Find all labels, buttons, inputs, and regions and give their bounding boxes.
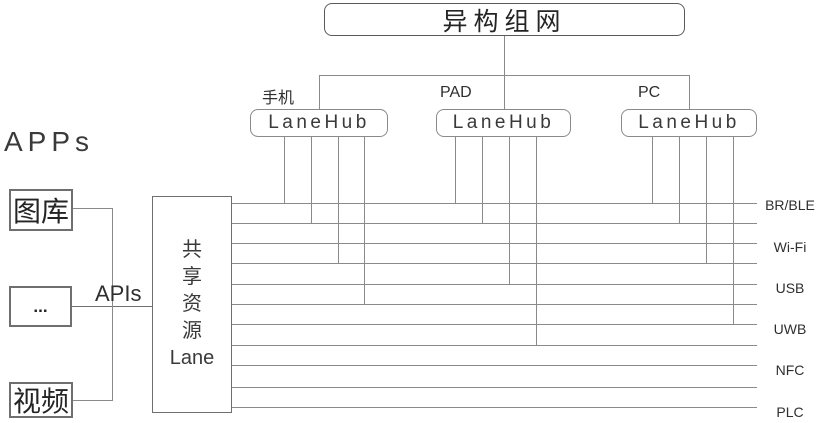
lanehub-label: LaneHub bbox=[638, 112, 740, 133]
lanehub-pin bbox=[509, 137, 511, 284]
protocol-label-plc: PLC bbox=[776, 404, 804, 420]
lane-box-line: 共 bbox=[182, 239, 202, 261]
bus-line bbox=[232, 223, 757, 225]
apps-title: APPs bbox=[4, 126, 95, 157]
lanehub-pin bbox=[482, 137, 484, 223]
lanehub-label: LaneHub bbox=[268, 112, 370, 133]
lanehub-pin bbox=[652, 137, 654, 203]
connector-drop-left bbox=[319, 75, 321, 110]
app-box-video: 视频 bbox=[9, 382, 73, 418]
lanehub-pin bbox=[706, 137, 708, 263]
apis-label: APIs bbox=[95, 281, 142, 306]
lanehub-pin bbox=[364, 137, 366, 304]
bus-line bbox=[232, 304, 757, 306]
heterogeneous-network-label: 异构组网 bbox=[442, 7, 567, 36]
connector-drop-right bbox=[689, 75, 691, 110]
bus-line bbox=[232, 324, 757, 326]
lanehub-pin bbox=[536, 137, 538, 345]
lane-box-line: 资 bbox=[182, 293, 202, 315]
connector-top-center bbox=[504, 36, 506, 109]
bus-line bbox=[232, 345, 757, 347]
device-label-pc: PC bbox=[638, 84, 661, 101]
bus-line bbox=[232, 263, 757, 265]
heterogeneous-network-box: 异构组网 bbox=[324, 3, 685, 36]
connector-branch bbox=[319, 75, 690, 77]
lanehub-pin bbox=[311, 137, 313, 223]
app-label: 视频 bbox=[12, 386, 69, 417]
lanehub-box-pad: LaneHub bbox=[436, 109, 571, 137]
app-label: ... bbox=[33, 296, 48, 316]
device-label-pad: PAD bbox=[440, 84, 472, 101]
bus-line bbox=[232, 284, 757, 286]
connector-video bbox=[73, 400, 112, 402]
lanehub-pin bbox=[733, 137, 735, 324]
lanehub-box-pc: LaneHub bbox=[621, 109, 757, 137]
bus-line bbox=[232, 407, 757, 409]
app-box-gallery: 图库 bbox=[9, 189, 73, 231]
connector-gallery bbox=[73, 208, 112, 210]
lane-box-line: 源 bbox=[182, 320, 202, 342]
lanehub-pin bbox=[455, 137, 457, 203]
app-box-more: ... bbox=[9, 286, 72, 327]
bus-line bbox=[232, 387, 757, 389]
bus-line bbox=[232, 243, 757, 245]
protocol-label-wifi: Wi-Fi bbox=[773, 239, 807, 255]
protocol-label-nfc: NFC bbox=[775, 362, 805, 378]
protocol-label-usb: USB bbox=[775, 280, 805, 296]
app-label: 图库 bbox=[12, 196, 69, 227]
device-label-phone: 手机 bbox=[262, 90, 295, 107]
bus-line bbox=[232, 365, 757, 367]
lane-box-line: Lane bbox=[169, 347, 215, 369]
connector-apps-bus bbox=[112, 208, 114, 401]
lanehub-pin bbox=[679, 137, 681, 223]
bus-line bbox=[232, 203, 757, 205]
protocol-label-uwb: UWB bbox=[773, 321, 807, 337]
lanehub-pin bbox=[338, 137, 340, 263]
lane-box-line: 享 bbox=[182, 266, 202, 288]
shared-resource-lane-box: 共 享 资 源 Lane bbox=[152, 196, 232, 413]
lanehub-box-phone: LaneHub bbox=[250, 109, 388, 137]
lanehub-pin bbox=[284, 137, 286, 203]
lanehub-label: LaneHub bbox=[452, 112, 555, 133]
protocol-label-br-ble: BR/BLE bbox=[765, 197, 815, 213]
